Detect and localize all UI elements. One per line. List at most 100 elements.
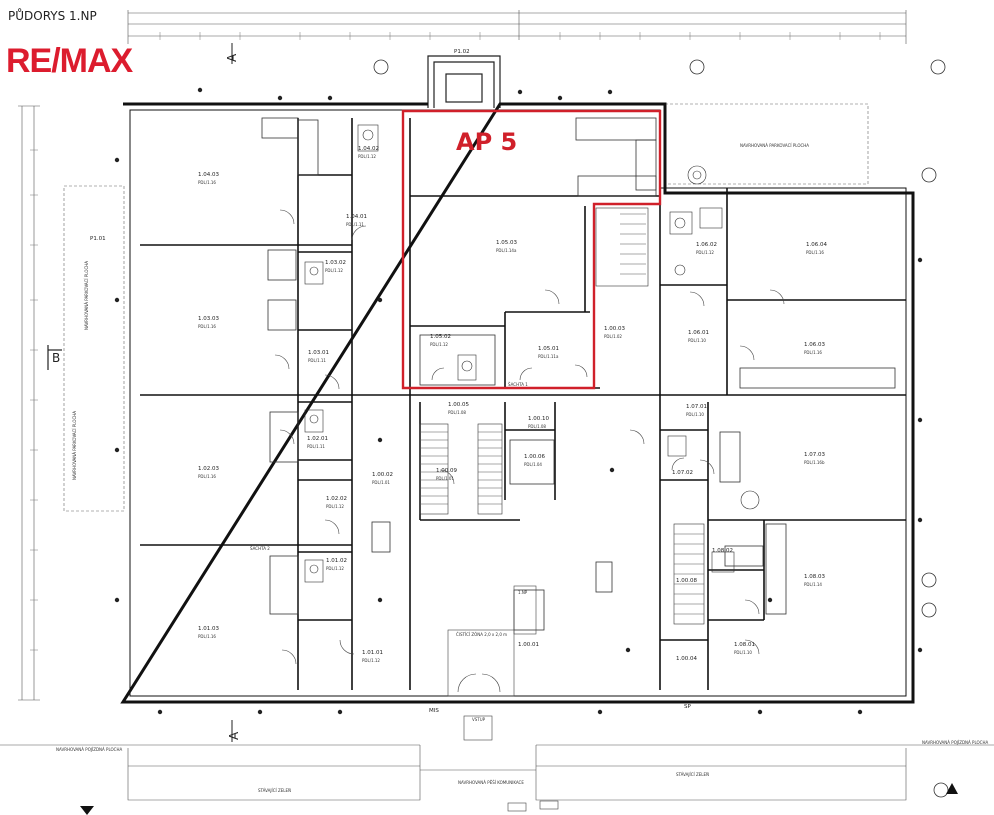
svg-text:1.00.03: 1.00.03: [604, 326, 625, 332]
svg-text:PDL/1.16: PDL/1.16: [198, 324, 216, 329]
svg-text:1.02.02: 1.02.02: [326, 496, 347, 502]
room-1-07-02: 1.07.02: [672, 470, 693, 476]
svg-text:PDL/1.11: PDL/1.11: [307, 444, 325, 449]
parking-label-right: NAVRHOVANÁ PARKOVACÍ PLOCHA: [740, 143, 809, 148]
room-1-02-03: 1.02.03 PDL/1.16: [198, 466, 219, 479]
room-1-08-02: 1.08.02: [712, 548, 733, 554]
svg-text:1.01.02: 1.01.02: [326, 558, 347, 564]
section-marker-right: [946, 783, 958, 794]
svg-text:1.00.01: 1.00.01: [518, 642, 539, 648]
room-1-05-02: 1.05.02 PDL/1.12: [430, 334, 451, 347]
room-1-01-03: 1.01.03 PDL/1.16: [198, 626, 219, 639]
ap5-highlight-outline: [401, 109, 662, 390]
svg-text:PDL/1.11: PDL/1.11: [308, 358, 326, 363]
svg-text:1.02.01: 1.02.01: [307, 436, 328, 442]
room-1-00-10: 1.00.10 PDL/1.08: [528, 416, 549, 429]
room-1-02-02: 1.02.02 PDL/1.12: [326, 496, 347, 509]
room-1-01-01: 1.01.01 PDL/1.12: [362, 650, 383, 663]
drawing-title: PŮDORYS 1.NP: [8, 8, 97, 23]
svg-text:PDL/1.12: PDL/1.12: [362, 658, 380, 663]
svg-text:PDL/1.16b: PDL/1.16b: [804, 460, 825, 465]
svg-text:1.07.01: 1.07.01: [686, 404, 707, 410]
svg-text:PDL/1.12: PDL/1.12: [696, 250, 714, 255]
walk-center-label: NAVRHOVANÁ PĚŠÍ KOMUNIKACE: [458, 780, 524, 785]
shaft-label: ŠACHTA 2: [250, 546, 270, 551]
svg-text:PDL/1.01: PDL/1.01: [436, 476, 454, 481]
svg-text:PDL/1.16: PDL/1.16: [806, 250, 824, 255]
svg-text:1.02.03: 1.02.03: [198, 466, 219, 472]
svg-text:1.00.05: 1.00.05: [448, 402, 469, 408]
parking-label-left2: NAVRHOVANÁ PARKOVACÍ PLOCHA: [72, 411, 77, 480]
p102-label: P1.02: [454, 49, 470, 55]
svg-text:1.05.03: 1.05.03: [496, 240, 517, 246]
room-1-04-02: 1.04.02 PDL/1.12: [358, 146, 379, 159]
svg-text:PDL/1.14: PDL/1.14: [804, 582, 822, 587]
room-1-03-03: 1.03.03 PDL/1.16: [198, 316, 219, 329]
svg-text:1.01.03: 1.01.03: [198, 626, 219, 632]
room-1-08-03: 1.08.03 PDL/1.14: [804, 574, 825, 587]
room-1-08-01: 1.08.01 PDL/1.10: [734, 642, 755, 655]
svg-text:PDL/1.10: PDL/1.10: [734, 650, 752, 655]
building-walls: [120, 102, 915, 704]
cleaning-zone-label: ČISTÍCÍ ZÓNA 2,0 x 2,0 m: [456, 632, 507, 637]
room-1-04-03: 1.04.03 PDL/1.16: [198, 172, 219, 185]
svg-text:1.06.03: 1.06.03: [804, 342, 825, 348]
room-1-02-01: 1.02.01 PDL/1.11: [307, 436, 328, 449]
room-1-06-03: 1.06.03 PDL/1.16: [804, 342, 825, 355]
svg-text:1.06.04: 1.06.04: [806, 242, 827, 248]
svg-text:PDL/1.12: PDL/1.12: [325, 268, 343, 273]
room-1-00-03: 1.00.03 PDL/1.02: [604, 326, 625, 339]
room-1-00-01: 1.00.01: [518, 642, 539, 648]
site-bottom: [0, 744, 994, 801]
svg-text:PDL/1.10: PDL/1.10: [686, 412, 704, 417]
room-1-07-03: 1.07.03 PDL/1.16b: [804, 452, 825, 465]
room-1-03-02: 1.03.02 PDL/1.12: [325, 260, 346, 273]
svg-text:PDL/1.01: PDL/1.01: [372, 480, 390, 485]
entrance-bay-top: [427, 55, 501, 108]
svg-text:1.00.08: 1.00.08: [676, 578, 697, 584]
svg-text:1.00.02: 1.00.02: [372, 472, 393, 478]
svg-text:1.00.06: 1.00.06: [524, 454, 545, 460]
section-b-left: B: [52, 351, 60, 365]
svg-text:1.00.10: 1.00.10: [528, 416, 549, 422]
svg-text:PDL/1.11a: PDL/1.11a: [538, 354, 559, 359]
svg-text:1.03.03: 1.03.03: [198, 316, 219, 322]
svg-text:1.01.01: 1.01.01: [362, 650, 383, 656]
section-marker-left: [80, 806, 94, 815]
svg-text:PDL/1.08: PDL/1.08: [448, 410, 466, 415]
svg-text:1.08.02: 1.08.02: [712, 548, 733, 554]
svg-text:1.08.03: 1.08.03: [804, 574, 825, 580]
room-1-05-01: 1.05.01 PDL/1.11a: [538, 346, 559, 359]
svg-text:PDL/1.12: PDL/1.12: [326, 566, 344, 571]
svg-text:1.05.01: 1.05.01: [538, 346, 559, 352]
svg-text:PDL/1.11: PDL/1.11: [346, 222, 364, 227]
svg-text:1.07.02: 1.07.02: [672, 470, 693, 476]
room-1-00-04: 1.00.04: [676, 656, 697, 662]
svg-text:1.07.03: 1.07.03: [804, 452, 825, 458]
existing-left-label: STÁVAJÍCÍ ZELEŇ: [258, 788, 291, 793]
top-dimensions: [127, 10, 907, 44]
existing-right-label: STÁVAJÍCÍ ZELEŇ: [676, 772, 709, 777]
svg-text:1.03.01: 1.03.01: [308, 350, 329, 356]
svg-text:PDL/1.02: PDL/1.02: [604, 334, 622, 339]
room-1-03-01: 1.03.01 PDL/1.11: [308, 350, 329, 363]
svg-text:PDL/1.08: PDL/1.08: [528, 424, 546, 429]
svg-text:PDL/1.16: PDL/1.16: [198, 634, 216, 639]
ap5-label: AP 5: [456, 128, 517, 156]
svg-text:PDL/1.16: PDL/1.16: [198, 180, 216, 185]
level-info-box: 1.NP: [513, 585, 537, 635]
room-1-06-01: 1.06.01 PDL/1.10: [688, 330, 709, 343]
svg-text:1.06.02: 1.06.02: [696, 242, 717, 248]
door-swings: [274, 209, 785, 693]
section-a-bottom: A: [227, 731, 241, 740]
svg-text:PDL/1.16: PDL/1.16: [804, 350, 822, 355]
svg-text:1.04.03: 1.04.03: [198, 172, 219, 178]
room-1-00-08: 1.00.08: [676, 578, 697, 584]
svg-text:1.00.04: 1.00.04: [676, 656, 697, 662]
room-labels: 1.04.03 PDL/1.16 1.04.02 PDL/1.12 1.04.0…: [198, 146, 827, 663]
room-1-06-02: 1.06.02 PDL/1.12: [696, 242, 717, 255]
parking-label-left1: NAVRHOVANÁ PARKOVACÍ PLOCHA: [84, 261, 89, 330]
svg-text:1.06.01: 1.06.01: [688, 330, 709, 336]
svg-text:1.00.09: 1.00.09: [436, 468, 457, 474]
